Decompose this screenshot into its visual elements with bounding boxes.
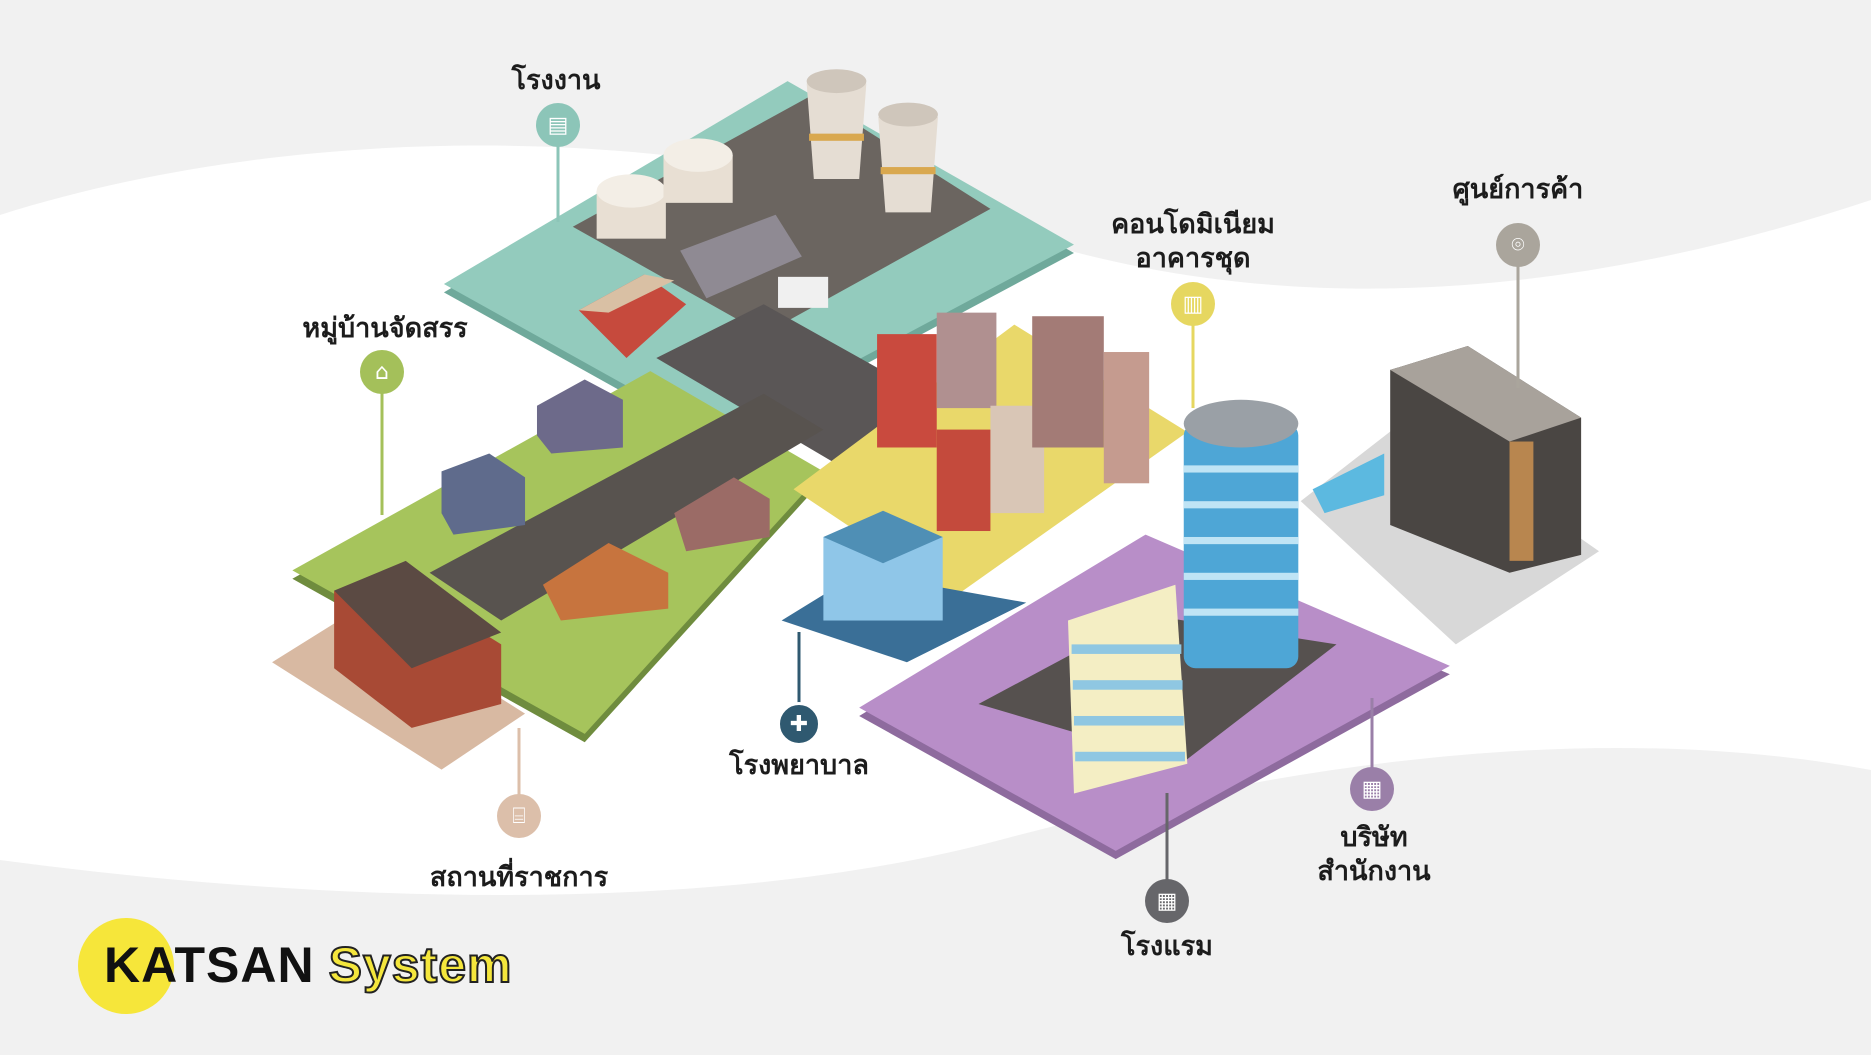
hospital-pin-stem xyxy=(797,632,801,707)
logo-circle xyxy=(78,918,174,1014)
condo-label-line1: คอนโดมิเนียม xyxy=(1111,209,1275,240)
condo-pin-stem xyxy=(1191,322,1195,408)
apartment-icon: ▥ xyxy=(1171,282,1215,326)
government-zone xyxy=(272,560,526,770)
medical-cross-icon: ✚ xyxy=(777,702,821,746)
hotel-label: โรงแรม xyxy=(1121,931,1213,962)
government-pin-stem xyxy=(517,728,521,798)
office-pin-stem xyxy=(1370,698,1374,773)
mall-label: ศูนย์การค้า xyxy=(1452,174,1584,205)
house-icon: ⌂ xyxy=(360,350,404,394)
mall-zone xyxy=(1300,346,1600,645)
condo-label: คอนโดมิเนียม อาคารชุด xyxy=(1111,208,1275,276)
shopping-bag-pin-icon: ⌾ xyxy=(1496,223,1540,267)
hotel-icon: ▦ xyxy=(1145,879,1189,923)
condo-label-line2: อาคารชุด xyxy=(1135,243,1251,274)
village-pin-stem xyxy=(380,390,384,515)
government-label: สถานที่ราชการ xyxy=(429,862,609,893)
logo-system: System xyxy=(328,936,513,994)
office-label: บริษัท สำนักงาน xyxy=(1317,821,1430,889)
factory-icon: ▤ xyxy=(536,103,580,147)
office-hotel-zone xyxy=(859,399,1450,860)
hotel-pin-stem xyxy=(1165,793,1169,883)
hospital-zone xyxy=(781,510,1027,663)
village-label: หมู่บ้านจัดสรร xyxy=(302,313,468,344)
factory-zone xyxy=(443,69,1074,444)
government-building-icon: ⌸ xyxy=(497,794,541,838)
factory-label: โรงงาน xyxy=(511,65,601,96)
factory-pin-stem xyxy=(556,140,560,222)
office-building-icon: ▦ xyxy=(1350,767,1394,811)
office-label-line2: สำนักงาน xyxy=(1317,856,1431,887)
logo-katsan: KATSAN xyxy=(104,937,315,993)
mall-pin-stem xyxy=(1516,263,1520,388)
office-label-line1: บริษัท xyxy=(1340,822,1408,853)
hospital-label: โรงพยาบาล xyxy=(729,750,869,781)
